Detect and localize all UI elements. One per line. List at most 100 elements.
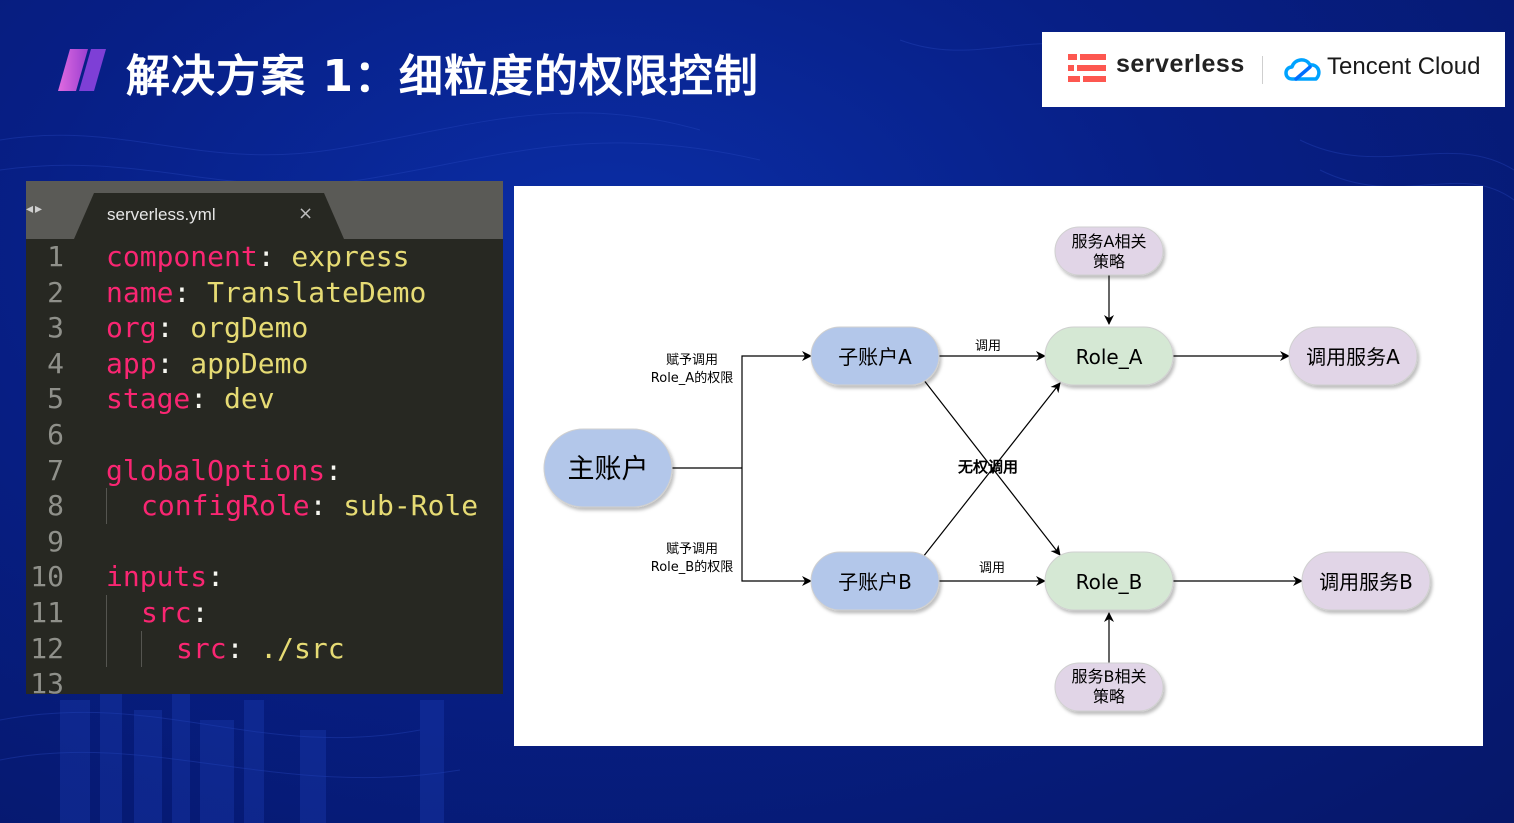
- label-no-permission: 无权调用: [957, 458, 1018, 476]
- yaml-separator: :: [156, 346, 174, 380]
- code-text: configRole: sub-Role: [141, 488, 478, 524]
- logo-divider: [1262, 56, 1263, 84]
- node-role-b[interactable]: [1044, 551, 1174, 611]
- indent-guide: [106, 595, 107, 631]
- edge-grant-a: [741, 351, 812, 468]
- label-role-b: Role_B: [1076, 570, 1143, 594]
- title-accent-mark: [58, 49, 106, 91]
- indent-guide: [141, 630, 142, 667]
- yaml-key: component: [106, 240, 258, 273]
- yaml-separator: :: [226, 631, 244, 665]
- code-line: 8 configRole: sub-Role: [26, 488, 503, 525]
- label-call-b: 调用: [979, 561, 1005, 576]
- code-line: 10 inputs:: [26, 559, 503, 595]
- code-line: 13: [26, 666, 503, 694]
- yaml-value: express: [274, 240, 410, 273]
- tab-nav-arrows-icon[interactable]: ◂▸: [26, 201, 45, 217]
- yaml-value: orgDemo: [173, 311, 309, 345]
- serverless-logo-text: serverless: [1116, 50, 1245, 78]
- tencent-cloud-icon: [1284, 58, 1321, 81]
- label-service-a: 调用服务A: [1306, 345, 1400, 369]
- line-number: 13: [30, 667, 64, 694]
- yaml-value: ./src: [243, 631, 345, 665]
- yaml-separator: :: [173, 275, 191, 309]
- code-text: component: express: [106, 239, 409, 275]
- editor-tab[interactable]: [74, 193, 364, 239]
- label-service-b: 调用服务B: [1319, 570, 1413, 594]
- node-sub-account-b[interactable]: [810, 551, 940, 611]
- yaml-value: TranslateDemo: [190, 275, 427, 309]
- line-number: 6: [47, 418, 64, 451]
- code-line: 7 globalOptions:: [26, 453, 503, 489]
- code-line: 3 org: orgDemo: [26, 310, 503, 346]
- edge-sub-a-role-b: [922, 378, 1061, 556]
- node-sub-account-a[interactable]: [810, 326, 940, 386]
- code-line: 9: [26, 524, 503, 560]
- label-policy-b-line2: 策略: [1093, 687, 1125, 706]
- editor-tab-bar: ◂▸ serverless.yml ×: [26, 181, 503, 239]
- label-grant-b-line1: 赋予调用: [666, 542, 718, 557]
- code-text: stage: dev: [106, 381, 275, 417]
- yaml-value: dev: [207, 382, 275, 416]
- node-service-b[interactable]: [1301, 551, 1431, 611]
- code-line: 6: [26, 417, 503, 453]
- code-text: app: appDemo: [106, 346, 308, 382]
- indent-guide: [106, 488, 107, 525]
- node-service-a[interactable]: [1288, 326, 1418, 386]
- yaml-separator: :: [207, 560, 225, 594]
- yaml-separator: :: [156, 311, 174, 345]
- code-line: 12 src: ./src: [26, 630, 503, 667]
- yaml-key: org: [106, 311, 157, 345]
- line-number: 1: [47, 240, 64, 273]
- diagram-edges: [672, 275, 1303, 663]
- node-policy-a[interactable]: [1054, 226, 1164, 276]
- node-main-account[interactable]: [543, 428, 673, 508]
- yaml-separator: :: [191, 596, 209, 629]
- yaml-key: configRole: [141, 489, 310, 523]
- line-number: 12: [30, 631, 64, 665]
- yaml-value: appDemo: [173, 346, 309, 380]
- tab-close-icon[interactable]: ×: [298, 203, 314, 224]
- edge-sub-b-role-a: [922, 382, 1061, 558]
- label-role-a: Role_A: [1076, 345, 1143, 369]
- tab-filename[interactable]: serverless.yml: [107, 205, 216, 224]
- label-policy-a-line1: 服务A相关: [1072, 232, 1147, 251]
- line-number: 8: [47, 489, 64, 523]
- yaml-key: app: [106, 346, 157, 380]
- line-number: 3: [47, 311, 64, 345]
- code-text: org: orgDemo: [106, 310, 308, 346]
- code-text: src:: [141, 595, 208, 631]
- slide-title: 解决方案 1：细粒度的权限控制: [126, 51, 759, 102]
- code-text: globalOptions:: [106, 453, 342, 489]
- line-number: 10: [30, 560, 64, 594]
- yaml-key: src: [176, 631, 227, 665]
- logo-banner: serverless Tencent Cloud: [1042, 32, 1505, 107]
- code-line: 5 stage: dev: [26, 381, 503, 417]
- yaml-value: sub-Role: [326, 489, 479, 523]
- label-grant-a-line2: Role_A的权限: [651, 370, 733, 386]
- label-sub-account-a: 子账户A: [838, 345, 912, 369]
- yaml-separator: :: [325, 453, 343, 487]
- line-number: 5: [47, 382, 64, 416]
- serverless-logo-icon: [1068, 54, 1106, 82]
- label-sub-account-b: 子账户B: [838, 570, 912, 594]
- label-grant-b-line2: Role_B的权限: [651, 559, 733, 575]
- yaml-separator: :: [257, 240, 275, 273]
- label-policy-b-line1: 服务B相关: [1072, 667, 1147, 686]
- code-text: name: TranslateDemo: [106, 275, 426, 311]
- line-number: 7: [47, 453, 64, 487]
- label-main-account: 主账户: [568, 454, 649, 485]
- tencent-cloud-text: Tencent Cloud: [1327, 53, 1481, 80]
- label-grant-a-line1: 赋予调用: [666, 353, 718, 368]
- code-text: inputs:: [106, 559, 224, 595]
- node-policy-b[interactable]: [1054, 662, 1164, 712]
- yaml-separator: :: [309, 489, 327, 523]
- label-call-a: 调用: [975, 339, 1001, 354]
- line-number: 9: [47, 524, 64, 558]
- node-role-a[interactable]: [1044, 326, 1174, 386]
- permission-diagram: 主账户 子账户A 子账户B Role_A Role_B 调用服务A 调用服务B …: [514, 186, 1483, 746]
